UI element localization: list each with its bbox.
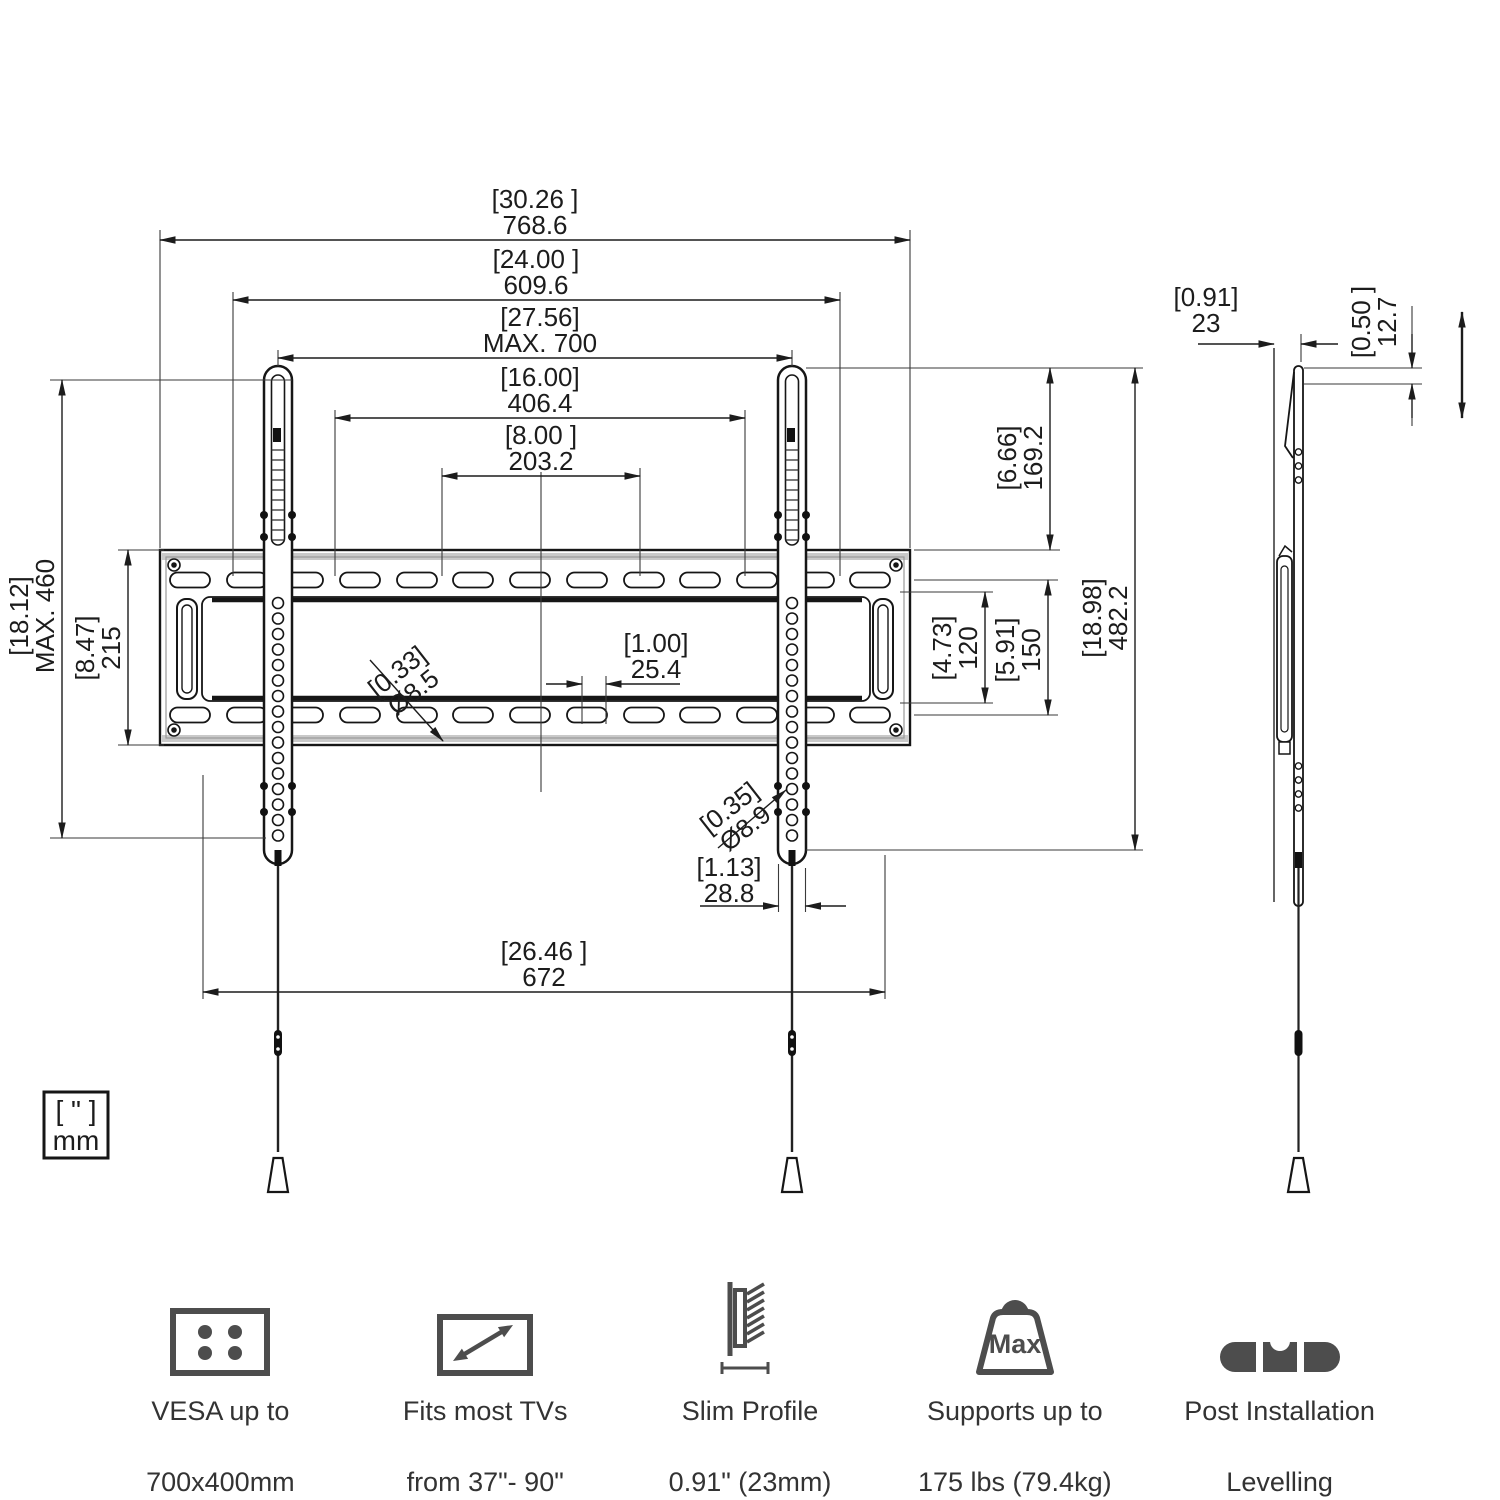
dim-label: [0.50 ] [1346, 286, 1376, 358]
caption-line1: VESA up to [151, 1396, 290, 1426]
dim-label: [27.56] [500, 302, 580, 332]
caption-line1: Post Installation [1184, 1396, 1375, 1426]
unit-legend: [ " ] mm [42, 1090, 110, 1160]
dim-label: [26.46 ] [501, 936, 588, 966]
dim-vesa-height-120: [4.73] 120 [900, 591, 993, 704]
side-strap [1293, 365, 1304, 907]
feature-slim-profile: Slim Profile 0.91" (23mm) [618, 1282, 883, 1500]
dim-label: MAX. 700 [483, 328, 597, 358]
vesa-pattern-icon [168, 1286, 272, 1378]
dim-label: 169.2 [1018, 425, 1048, 490]
unit-mm-label: mm [53, 1125, 100, 1156]
dim-label: 23 [1192, 308, 1221, 338]
tv-strap-right [772, 364, 812, 1194]
dim-label: [24.00 ] [493, 244, 580, 274]
side-plate-section [1276, 555, 1293, 743]
tv-size-icon [435, 1286, 535, 1378]
max-weight-icon: Max [957, 1286, 1073, 1378]
caption-line1: Slim Profile [681, 1396, 819, 1426]
side-cord-handle [1286, 1156, 1311, 1194]
dim-max-vesa-width: [27.56] MAX. 700 [277, 302, 793, 366]
dim-label: [1.13] [696, 852, 761, 882]
dim-label: 609.6 [503, 270, 568, 300]
tv-strap-left [258, 364, 298, 1194]
dim-profile-depth: [0.91] 23 [1173, 282, 1338, 362]
dim-label: [1.00] [623, 628, 688, 658]
dim-label: [18.98] [1077, 578, 1107, 658]
feature-caption: VESA up to 700x400mm [146, 1394, 295, 1500]
corner-screws [167, 558, 903, 737]
caption-line1: Supports up to [926, 1396, 1103, 1426]
dim-label: 768.6 [502, 210, 567, 240]
feature-tv-size: Fits most TVs from 37"- 90" [353, 1286, 618, 1500]
dim-label: 25.4 [631, 654, 682, 684]
feature-vesa: VESA up to 700x400mm [88, 1286, 353, 1500]
caption-line2: 700x400mm [146, 1467, 295, 1498]
dim-label: [18.12] [4, 576, 34, 656]
plate-end-slots [176, 598, 894, 700]
dim-hole-pitch: [1.00] 25.4 [546, 628, 689, 724]
dim-strap-width: [1.13] 28.8 [696, 852, 846, 912]
dim-lip-height: [0.50 ] 12.7 [1304, 286, 1422, 426]
dim-label: 150 [1016, 628, 1046, 671]
caption-line1: Fits most TVs [402, 1396, 568, 1426]
caption-line2: Levelling [1226, 1467, 1333, 1498]
dim-label: [16.00] [500, 362, 580, 392]
dim-strap-height: [18.98] 482.2 [806, 367, 1143, 851]
dim-label: 482.2 [1103, 585, 1133, 650]
unit-inches-label: [ " ] [55, 1095, 96, 1126]
dim-upper-hole-span: [24.00 ] 609.6 [232, 244, 841, 576]
dim-label: 120 [953, 626, 983, 669]
dim-label: 203.2 [508, 446, 573, 476]
caption-line2: from 37"- 90" [406, 1467, 564, 1498]
dim-label: 672 [522, 962, 565, 992]
dim-strap-hole-dia: [0.35] Ø8.9 [694, 776, 787, 857]
dim-label: [5.91] [990, 617, 1020, 682]
slim-profile-icon [718, 1282, 782, 1378]
dim-label: 28.8 [704, 878, 755, 908]
dim-vesa-406: [16.00] 406.4 [334, 362, 746, 576]
dim-label: 12.7 [1372, 297, 1402, 348]
caption-line2: 175 lbs (79.4kg) [917, 1467, 1112, 1498]
dim-label: 406.4 [507, 388, 572, 418]
dim-overall-width: [30.26 ] 768.6 [159, 184, 911, 548]
max-badge: Max [989, 1329, 1042, 1359]
dim-lower-span: [26.46 ] 672 [202, 775, 886, 999]
dim-label: [0.91] [1173, 282, 1238, 312]
dim-plate-height: [8.47] 215 [70, 549, 164, 746]
dim-max-vesa-height: [18.12] MAX. 460 [4, 379, 292, 839]
dim-label: [8.47] [70, 615, 100, 680]
dim-label: [4.73] [927, 615, 957, 680]
feature-levelling: Post Installation Levelling [1147, 1286, 1412, 1500]
feature-row: VESA up to 700x400mm Fits most TVs from … [88, 1282, 1412, 1500]
feature-caption: Post Installation Levelling [1184, 1394, 1375, 1500]
feature-caption: Slim Profile 0.91" (23mm) [669, 1394, 832, 1500]
dim-label: [8.00 ] [505, 420, 577, 450]
technical-drawing: [30.26 ] 768.6 [24.00 ] 609.6 [27.56] MA… [4, 184, 1466, 1194]
dim-label: MAX. 460 [30, 559, 60, 673]
dim-strap-top-offset: [6.66] 169.2 [806, 367, 1143, 551]
side-strap-holes [1294, 448, 1303, 812]
dim-vesa-203: [8.00 ] 203.2 [441, 420, 641, 576]
feature-caption: Supports up to 175 lbs (79.4kg) [918, 1394, 1112, 1500]
side-view: [0.91] 23 [0.50 ] 12.7 [1173, 282, 1466, 1194]
dim-slot-span-150: [5.91] 150 [914, 579, 1058, 716]
feature-caption: Fits most TVs from 37"- 90" [403, 1394, 568, 1500]
spirit-level-icon [1218, 1286, 1342, 1378]
dim-label: [6.66] [992, 425, 1022, 490]
dim-label: 215 [96, 626, 126, 669]
feature-max-weight: Max Supports up to 175 lbs (79.4kg) [882, 1286, 1147, 1500]
dim-label: [30.26 ] [492, 184, 579, 214]
caption-line2: 0.91" (23mm) [668, 1467, 832, 1498]
